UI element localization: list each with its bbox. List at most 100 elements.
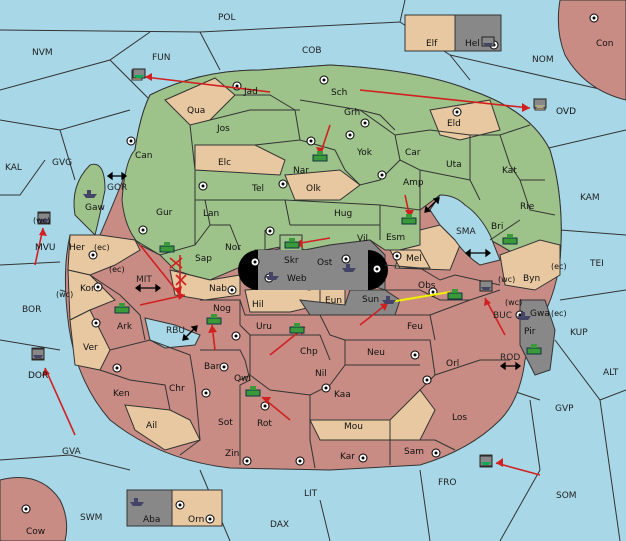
label-chr: Chr xyxy=(169,384,185,394)
region-kor[interactable] xyxy=(67,269,116,321)
army-icon[interactable] xyxy=(289,323,305,334)
label-hug: Hug xyxy=(334,209,352,219)
fleet-icon[interactable] xyxy=(130,498,144,506)
label-kar: Kar xyxy=(340,452,355,462)
fleet-icon[interactable] xyxy=(342,264,356,272)
label-ark: Ark xyxy=(117,322,133,332)
fleet-icon[interactable] xyxy=(533,98,547,109)
passage-arrows xyxy=(106,171,522,371)
coast-tag-byn-ec: (ec) xyxy=(551,262,567,271)
label-lan: Lan xyxy=(203,209,219,219)
label-sma: SMA xyxy=(456,227,476,237)
label-eun: Eun xyxy=(325,296,342,306)
coast-tag-her-ec: (ec) xyxy=(94,243,110,252)
label-kaa: Kaa xyxy=(334,390,351,400)
label-esm: Esm xyxy=(386,233,405,243)
label-cob: COB xyxy=(302,46,322,56)
region-elf[interactable] xyxy=(404,14,456,52)
region-byn[interactable] xyxy=(499,239,561,291)
label-nar: Nar xyxy=(293,166,309,176)
label-mou: Mou xyxy=(344,422,363,432)
label-car: Car xyxy=(405,148,421,158)
label-rie: Rie xyxy=(520,202,535,212)
label-qwi: Qwi xyxy=(234,374,251,384)
label-gwa: Gwa xyxy=(530,309,550,319)
fleet-icon[interactable] xyxy=(479,280,493,292)
army-icon[interactable] xyxy=(284,238,300,249)
land-labels: Elf Hel Con Jad Sch OVD Qua Jos Grh Eld … xyxy=(26,39,614,537)
label-nom: NOM xyxy=(532,55,554,65)
label-mvu: MVU xyxy=(35,243,56,253)
label-buc: BUC xyxy=(493,311,512,321)
army-icon[interactable] xyxy=(502,234,518,245)
units xyxy=(31,36,547,506)
army-icon[interactable] xyxy=(312,151,328,162)
fleet-icon[interactable] xyxy=(517,312,531,320)
label-eld: Eld xyxy=(447,119,461,129)
label-orn: Orn xyxy=(188,515,204,525)
label-gva: GVA xyxy=(62,447,82,457)
region-con[interactable] xyxy=(557,0,626,101)
label-neu: Neu xyxy=(367,348,385,358)
region-olk[interactable] xyxy=(284,169,361,201)
label-byn: Byn xyxy=(523,274,540,284)
army-icon[interactable] xyxy=(526,344,542,355)
region-cow[interactable] xyxy=(0,477,68,541)
fleet-icon[interactable] xyxy=(479,455,493,467)
label-tel: Tel xyxy=(251,184,264,194)
label-obs: Obs xyxy=(418,281,436,291)
label-gor: GOR xyxy=(107,183,127,193)
region-sun[interactable] xyxy=(298,289,401,316)
label-ken: Ken xyxy=(113,389,130,399)
region-qua[interactable] xyxy=(164,77,236,126)
coast-tag-gwa-wc: (wc) xyxy=(505,298,522,307)
label-kor: Kor xyxy=(80,284,95,294)
fleet-icon[interactable] xyxy=(481,36,495,47)
label-fro: FRO xyxy=(438,478,457,488)
label-nab: Nab xyxy=(209,284,227,294)
region-ver[interactable] xyxy=(69,309,111,371)
label-zin: Zin xyxy=(225,449,239,459)
army-icon[interactable] xyxy=(447,289,463,300)
label-kup: KUP xyxy=(570,328,588,338)
sea-sma[interactable] xyxy=(429,194,501,266)
label-hel: Hel xyxy=(465,39,480,49)
label-pol: POL xyxy=(218,13,236,23)
fleet-icon[interactable] xyxy=(37,212,51,224)
label-uru: Uru xyxy=(256,322,272,332)
coast-tags: (wc) (ec) (wc) (ec) (wc) (ec) (wc) (ec) xyxy=(33,216,567,318)
army-icon[interactable] xyxy=(245,386,261,397)
label-qua: Qua xyxy=(187,106,205,116)
land-boundaries xyxy=(134,94,556,256)
label-feu: Feu xyxy=(407,322,423,332)
army-icon[interactable] xyxy=(206,314,222,325)
label-dax: DAX xyxy=(270,520,289,530)
fleet-icon[interactable] xyxy=(132,68,146,79)
army-icon[interactable] xyxy=(159,242,175,253)
fleet-icon[interactable] xyxy=(265,272,279,280)
label-vil: Vil xyxy=(357,234,368,244)
label-fun: FUN xyxy=(152,53,171,63)
label-lit: LIT xyxy=(304,489,318,499)
region-aba[interactable] xyxy=(126,489,173,527)
label-sam: Sam xyxy=(404,447,424,457)
fleet-icon[interactable] xyxy=(83,190,97,198)
label-dor: DOR xyxy=(28,371,48,381)
fleet-icon[interactable] xyxy=(31,348,45,360)
region-gaw[interactable] xyxy=(73,163,106,236)
coast-tag-gwa-ec: (ec) xyxy=(551,309,567,318)
label-bar: Bar xyxy=(204,362,220,372)
coast-tag-kor-wc: (wc) xyxy=(56,290,73,299)
army-icon[interactable] xyxy=(401,214,417,225)
label-web: Web xyxy=(287,274,307,284)
label-skr: Skr xyxy=(284,256,299,266)
region-nab[interactable] xyxy=(169,269,241,301)
label-olk: Olk xyxy=(306,184,322,194)
region-her[interactable] xyxy=(67,234,141,276)
fleet-icon[interactable] xyxy=(382,296,396,304)
label-tei: TEI xyxy=(589,259,604,269)
label-jos: Jos xyxy=(216,124,230,134)
label-nor: Nor xyxy=(225,243,241,253)
army-icon[interactable] xyxy=(114,303,130,314)
